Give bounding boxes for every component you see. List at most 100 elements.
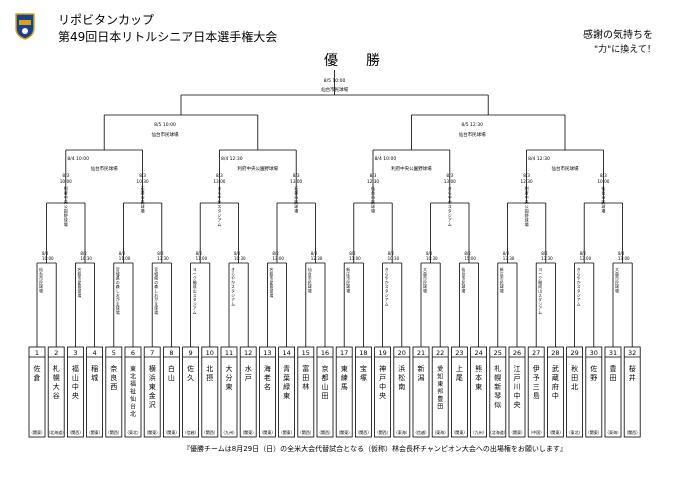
team-box xyxy=(258,346,276,438)
team-name-glyph: 良 xyxy=(110,373,117,382)
r16-venue-glyph: 園 xyxy=(64,208,68,214)
r16-venue-glyph: 公 xyxy=(64,204,68,209)
r32-venue-glyph: タ xyxy=(385,289,389,294)
r32-venue-glyph: 愛 xyxy=(78,280,82,285)
qf-venue: 仙台市民球場 xyxy=(91,165,118,172)
r32-venue-glyph: 民 xyxy=(500,280,504,285)
team-name-glyph: 中 xyxy=(552,391,559,400)
team-name-glyph: 海 xyxy=(264,364,271,373)
qf-date: 8/4 10:00 xyxy=(375,156,397,162)
r32-venue-glyph: ク xyxy=(538,276,542,281)
team-number: 27 xyxy=(532,349,540,357)
team-region: （関東） xyxy=(279,429,295,435)
team-name-glyph: 東 xyxy=(283,391,290,400)
team-number: 26 xyxy=(513,349,521,357)
r32-time: 11:00 xyxy=(349,256,361,261)
team-name-glyph: 福 xyxy=(130,380,136,388)
r32-date: 8/2 xyxy=(580,251,587,256)
team-name: 水戸 xyxy=(245,364,252,382)
r32-time: 13:30 xyxy=(541,256,553,261)
team-number: 28 xyxy=(551,349,559,357)
team-name-glyph: 仙 xyxy=(130,395,136,403)
team-name-glyph: 金 xyxy=(149,391,156,400)
team-region: （信越） xyxy=(183,429,199,435)
r32-venue-glyph: 宮 xyxy=(154,267,158,272)
r32-date: 8/2 xyxy=(541,251,548,256)
team-name-glyph: 東 xyxy=(130,365,136,373)
r32-venue-glyph: ー xyxy=(538,271,542,276)
r32-venue-glyph: 名 xyxy=(78,267,82,272)
r32-venue-glyph: 場 xyxy=(346,289,350,294)
r16-venue-glyph: 球 xyxy=(525,217,529,223)
r32-venue-glyph: 新 xyxy=(500,267,504,272)
team-name-glyph: 都 xyxy=(322,374,329,382)
r32-venue-glyph: 開 xyxy=(538,280,542,285)
r32-venue: 仙台市民球場 xyxy=(462,267,466,294)
r32-venue-glyph: 場 xyxy=(39,289,43,294)
r32-time: 10:30 xyxy=(388,256,400,261)
team-region: （関東） xyxy=(336,429,352,435)
r32-venue-glyph: タ xyxy=(193,297,197,302)
r32-date: 8/2 xyxy=(311,251,318,256)
team-name-glyph: 沢 xyxy=(149,400,156,409)
team-box xyxy=(182,346,200,438)
team-region: （関東） xyxy=(509,429,525,435)
r32-date: 8/2 xyxy=(234,251,241,256)
r32-date: 8/2 xyxy=(503,251,510,256)
team-region: （信越） xyxy=(413,429,429,435)
team-number: 2 xyxy=(54,349,58,357)
team-number: 31 xyxy=(609,349,617,357)
team-name-glyph: 新 xyxy=(418,364,425,373)
team-name-glyph: 熊 xyxy=(475,364,482,373)
team-region: （関東） xyxy=(547,429,563,435)
r16-venue-glyph: 場 xyxy=(601,208,605,214)
r32-venue-glyph: ス xyxy=(231,284,235,289)
team-name-glyph: 野 xyxy=(590,374,597,382)
r32-time: 13:00 xyxy=(580,256,592,261)
team-name-glyph: 緑 xyxy=(283,382,290,391)
r32-date: 8/2 xyxy=(426,251,433,256)
team-region: （東海） xyxy=(394,429,410,435)
team-box xyxy=(450,346,468,438)
team-name-glyph: 幌 xyxy=(53,373,60,382)
r32-venue-glyph: 城 xyxy=(116,271,120,276)
team-name-glyph: 城 xyxy=(91,374,98,382)
r32-venue-glyph: の xyxy=(154,280,158,285)
r32-venue-glyph: 県 xyxy=(154,276,158,281)
team-name-glyph: 似 xyxy=(494,401,501,409)
team-region: （関東） xyxy=(29,429,45,435)
team-name-glyph: 葉 xyxy=(283,373,290,382)
r32-venue-glyph: 仙 xyxy=(308,267,312,272)
r32-venue-glyph: 名 xyxy=(270,267,274,272)
team-number: 7 xyxy=(150,349,154,357)
r32-venue-glyph: 宮 xyxy=(116,267,120,272)
r16-venue-glyph: 公 xyxy=(525,204,529,209)
team-name-glyph: 北 xyxy=(130,410,136,418)
r16-venue-glyph: タ xyxy=(448,208,452,214)
team-name-glyph: 札 xyxy=(53,364,60,373)
r32-venue-glyph: ム xyxy=(577,301,581,306)
team-box xyxy=(335,346,353,438)
r16-venue-glyph: 球 xyxy=(601,203,605,209)
r32-time: 10:30 xyxy=(234,256,246,261)
team-name-glyph: 中 xyxy=(514,391,521,400)
team-name-glyph: 宝 xyxy=(360,364,367,373)
r32-venue-glyph: ー xyxy=(193,271,197,276)
r32-venue-glyph: 台 xyxy=(308,271,312,276)
team-name-glyph: 伊 xyxy=(533,364,540,373)
r32-time: 13:30 xyxy=(503,256,515,261)
team-region: （関東） xyxy=(87,429,103,435)
r32-time: 11:00 xyxy=(119,256,131,261)
team-name-glyph: 奈 xyxy=(110,364,117,373)
team-name-glyph: 祉 xyxy=(130,388,136,396)
r32-venue-glyph: 仙 xyxy=(39,267,43,272)
slogan-line-1: 感謝の気持ちを xyxy=(583,30,653,41)
r16-venue-glyph: ジ xyxy=(217,213,221,218)
team-name-glyph: 央 xyxy=(379,391,386,400)
team-name-glyph: 福 xyxy=(72,364,79,373)
